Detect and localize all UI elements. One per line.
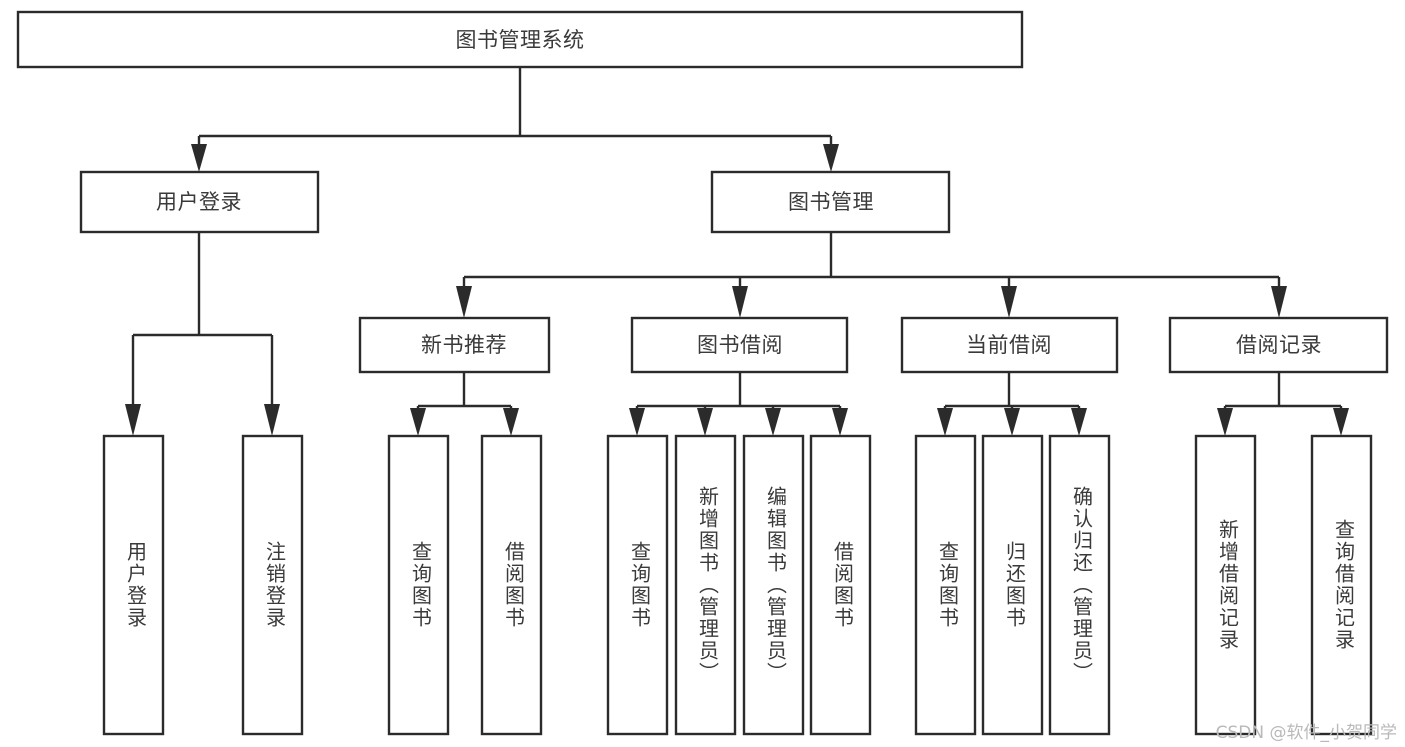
node-user-login[interactable]: 用户登录 (79, 170, 320, 234)
arrow-head-leaf-query-record (1333, 408, 1349, 436)
arrow-head-book-manage (823, 144, 839, 172)
node-leaf-query-book-1-box[interactable] (387, 434, 450, 736)
connector-group-user-login (125, 232, 280, 436)
node-book-borrow-box[interactable] (630, 316, 849, 374)
node-leaf-borrow-book-2-label: 借阅图书 (831, 541, 855, 629)
node-user-login-box[interactable] (79, 170, 320, 234)
node-new-book-recommend[interactable]: 新书推荐 (358, 316, 551, 374)
node-leaf-query-book-3-label: 查询图书 (936, 541, 960, 629)
node-new-book-recommend-label: 新书推荐 (421, 333, 507, 357)
node-leaf-confirm-return[interactable]: 确认归还（管理员） (1048, 434, 1111, 736)
connector-group-new-book-recommend (410, 372, 519, 436)
node-current-borrow-box[interactable] (900, 316, 1119, 374)
node-leaf-borrow-book-1-label: 借阅图书 (502, 541, 526, 629)
node-leaf-borrow-book-1-box[interactable] (480, 434, 543, 736)
arrow-head-leaf-borrow-book-2 (832, 408, 848, 436)
node-leaf-query-book-3[interactable]: 查询图书 (914, 434, 977, 736)
node-current-borrow[interactable]: 当前借阅 (900, 316, 1119, 374)
node-leaf-add-book-box[interactable] (674, 434, 737, 736)
node-leaf-user-logout-box[interactable] (241, 434, 304, 736)
node-leaf-add-record-box[interactable] (1194, 434, 1257, 736)
node-root-box[interactable] (16, 10, 1024, 69)
node-leaf-user-login[interactable]: 用户登录 (102, 434, 165, 736)
node-leaf-user-login-label: 用户登录 (124, 541, 148, 629)
node-new-book-recommend-box[interactable] (358, 316, 551, 374)
arrow-head-leaf-user-login (125, 404, 141, 436)
arrow-head-leaf-borrow-book-1 (503, 408, 519, 436)
arrow-head-new-book-recommend (456, 286, 472, 318)
connector-group-current-borrow (937, 372, 1087, 436)
node-borrow-record[interactable]: 借阅记录 (1168, 316, 1389, 374)
node-leaf-return-book[interactable]: 归还图书 (981, 434, 1044, 736)
node-leaf-query-book-2-box[interactable] (606, 434, 669, 736)
node-leaf-user-logout[interactable]: 注销登录 (241, 434, 304, 736)
arrow-head-book-borrow (732, 286, 748, 318)
node-leaf-add-record-label: 新增借阅记录 (1216, 519, 1240, 651)
node-leaf-user-logout-label: 注销登录 (263, 541, 287, 629)
node-leaf-query-book-1[interactable]: 查询图书 (387, 434, 450, 736)
node-leaf-query-book-1-label: 查询图书 (409, 541, 433, 629)
node-leaf-borrow-book-2[interactable]: 借阅图书 (809, 434, 872, 736)
node-book-borrow[interactable]: 图书借阅 (630, 316, 849, 374)
node-leaf-add-record[interactable]: 新增借阅记录 (1194, 434, 1257, 736)
node-current-borrow-label: 当前借阅 (966, 333, 1052, 357)
arrow-head-leaf-confirm-return (1071, 408, 1087, 436)
node-leaf-return-book-box[interactable] (981, 434, 1044, 736)
arrow-head-leaf-add-record (1217, 408, 1233, 436)
node-leaf-query-book-2-label: 查询图书 (628, 541, 652, 629)
node-book-manage-label: 图书管理 (788, 190, 874, 214)
csdn-watermark: CSDN @软件_小贺同学 (1215, 723, 1397, 743)
arrow-head-borrow-record (1271, 286, 1287, 318)
arrow-head-leaf-edit-book (765, 408, 781, 436)
node-book-manage-box[interactable] (710, 170, 951, 234)
node-leaf-edit-book-box[interactable] (742, 434, 805, 736)
arrow-head-user-login (191, 144, 207, 172)
arrow-head-leaf-user-logout (264, 404, 280, 436)
node-leaf-confirm-return-label: 确认归还（管理员） (1070, 486, 1094, 684)
connector-group-book-borrow (629, 372, 848, 436)
node-borrow-record-label: 借阅记录 (1236, 333, 1322, 357)
node-leaf-query-book-2[interactable]: 查询图书 (606, 434, 669, 736)
node-leaf-query-record-label: 查询借阅记录 (1332, 519, 1356, 651)
node-leaf-confirm-return-box[interactable] (1048, 434, 1111, 736)
arrow-head-leaf-add-book (697, 408, 713, 436)
node-user-login-label: 用户登录 (156, 190, 242, 214)
arrow-head-leaf-query-book-1 (410, 408, 426, 436)
node-leaf-query-book-3-box[interactable] (914, 434, 977, 736)
node-book-borrow-label: 图书借阅 (697, 333, 783, 357)
arrow-head-leaf-return-book (1004, 408, 1020, 436)
node-leaf-query-record-box[interactable] (1310, 434, 1373, 736)
node-leaf-add-book-label: 新增图书（管理员） (696, 486, 720, 684)
node-leaf-borrow-book-2-box[interactable] (809, 434, 872, 736)
node-root[interactable]: 图书管理系统 (16, 10, 1024, 69)
node-leaf-user-login-box[interactable] (102, 434, 165, 736)
connector-group-book-manage (456, 232, 1287, 318)
arrow-head-leaf-query-book-2 (629, 408, 645, 436)
node-leaf-edit-book[interactable]: 编辑图书（管理员） (742, 434, 805, 736)
connector-group-root (191, 67, 839, 172)
node-book-manage[interactable]: 图书管理 (710, 170, 951, 234)
connector-group-borrow-record (1217, 372, 1349, 436)
arrow-head-current-borrow (1001, 286, 1017, 318)
arrow-head-leaf-query-book-3 (937, 408, 953, 436)
node-leaf-query-record[interactable]: 查询借阅记录 (1310, 434, 1373, 736)
node-root-label: 图书管理系统 (456, 28, 585, 52)
node-borrow-record-box[interactable] (1168, 316, 1389, 374)
node-leaf-borrow-book-1[interactable]: 借阅图书 (480, 434, 543, 736)
node-leaf-edit-book-label: 编辑图书（管理员） (764, 486, 788, 684)
node-leaf-return-book-label: 归还图书 (1003, 541, 1027, 629)
node-leaf-add-book[interactable]: 新增图书（管理员） (674, 434, 737, 736)
